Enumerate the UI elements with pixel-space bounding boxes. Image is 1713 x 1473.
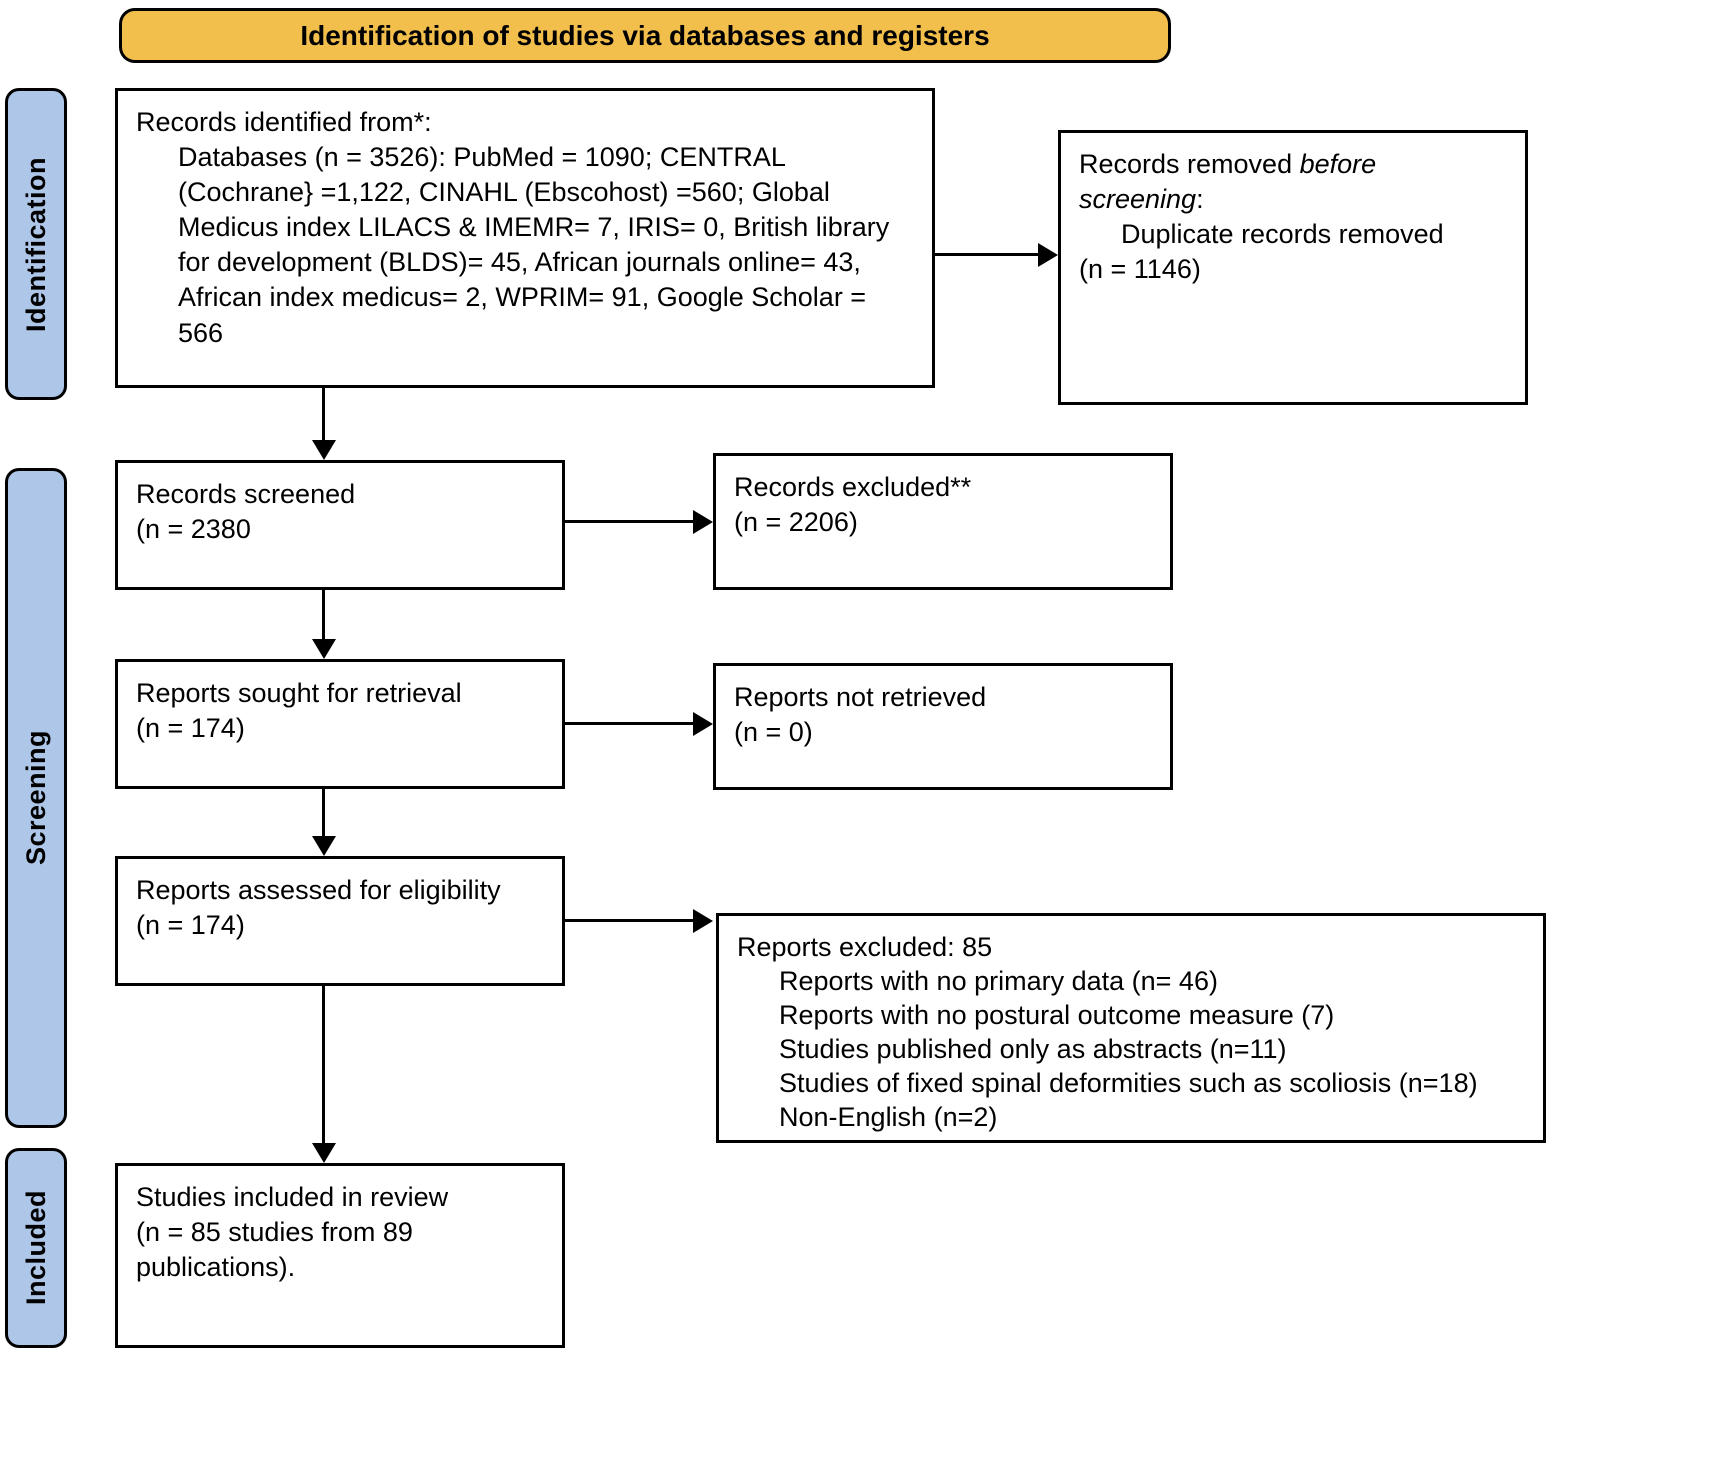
connector-sought-to-assessed-line bbox=[322, 789, 325, 839]
box-reports-sought-for-retrieval: Reports sought for retrieval (n = 174) bbox=[115, 659, 565, 789]
box-studies-included-in-review: Studies included in review (n = 85 studi… bbox=[115, 1163, 565, 1348]
connector-identified-to-screened-arrowhead bbox=[312, 440, 336, 460]
studies-included-line2: (n = 85 studies from 89 bbox=[136, 1217, 413, 1248]
stage-label-identification: Identification bbox=[5, 88, 67, 400]
records-removed-heading: Records removed before screening: bbox=[1079, 147, 1509, 217]
box-reports-not-retrieved: Reports not retrieved (n = 0) bbox=[713, 663, 1173, 790]
records-removed-heading-pre: Records removed bbox=[1079, 149, 1300, 179]
connector-identified-to-removed-arrowhead bbox=[1038, 243, 1058, 267]
records-excluded-line1: Records excluded** bbox=[734, 472, 972, 502]
reports-excluded-reason: Non-English (n=2) bbox=[779, 1102, 998, 1133]
records-removed-detail-line1: Duplicate records removed bbox=[1121, 219, 1444, 250]
reports-excluded-reason: Studies published only as abstracts (n=1… bbox=[779, 1034, 1287, 1065]
records-identified-heading: Records identified from*: bbox=[136, 107, 432, 137]
records-screened-line2: (n = 2380 bbox=[136, 514, 251, 545]
records-screened-line1: Records screened bbox=[136, 479, 356, 509]
connector-sought-to-assessed-arrowhead bbox=[312, 836, 336, 856]
stage-label-included-text: Included bbox=[20, 1190, 51, 1306]
connector-assessed-to-excluded-arrowhead bbox=[693, 909, 713, 933]
box-records-excluded: Records excluded** (n = 2206) bbox=[713, 453, 1173, 590]
studies-included-line3: publications). bbox=[136, 1252, 296, 1283]
connector-identified-to-screened-line bbox=[322, 388, 325, 443]
stage-label-screening: Screening bbox=[5, 468, 67, 1128]
connector-screened-to-excluded-arrowhead bbox=[693, 510, 713, 534]
records-removed-heading-before: before bbox=[1299, 149, 1377, 179]
records-identified-detail: Databases (n = 3526): PubMed = 1090; CEN… bbox=[178, 142, 897, 348]
reports-excluded-heading: Reports excluded: 85 bbox=[737, 932, 993, 962]
connector-screened-to-sought-arrowhead bbox=[312, 639, 336, 659]
box-records-identified: Records identified from*: Databases (n =… bbox=[115, 88, 935, 388]
studies-included-line1: Studies included in review bbox=[136, 1182, 449, 1212]
phase-banner-databases-registers: Identification of studies via databases … bbox=[119, 8, 1171, 63]
connector-assessed-to-included-line bbox=[322, 986, 325, 1146]
stage-label-screening-text: Screening bbox=[20, 730, 51, 866]
stage-label-identification-text: Identification bbox=[20, 156, 51, 332]
box-records-screened: Records screened (n = 2380 bbox=[115, 460, 565, 590]
reports-sought-line1: Reports sought for retrieval bbox=[136, 678, 462, 708]
reports-excluded-reason: Studies of fixed spinal deformities such… bbox=[779, 1068, 1478, 1099]
box-reports-excluded-reasons: Reports excluded: 85 Reports with no pri… bbox=[716, 913, 1546, 1143]
reports-not-retrieved-line1: Reports not retrieved bbox=[734, 682, 987, 712]
reports-not-retrieved-line2: (n = 0) bbox=[734, 717, 813, 748]
box-records-removed-before-screening: Records removed before screening: Duplica… bbox=[1058, 130, 1528, 405]
connector-sought-to-notretrieved-line bbox=[565, 722, 695, 725]
reports-assessed-line1: Reports assessed for eligibility bbox=[136, 875, 501, 905]
reports-sought-line2: (n = 174) bbox=[136, 713, 245, 744]
records-removed-heading-colon: : bbox=[1196, 184, 1204, 215]
reports-assessed-line2: (n = 174) bbox=[136, 910, 245, 941]
connector-identified-to-removed-line bbox=[935, 253, 1040, 256]
records-excluded-line2: (n = 2206) bbox=[734, 507, 858, 538]
connector-screened-to-excluded-line bbox=[565, 520, 695, 523]
reports-excluded-reason: Reports with no primary data (n= 46) bbox=[779, 966, 1218, 997]
reports-excluded-reason: Reports with no postural outcome measure… bbox=[779, 1000, 1335, 1031]
connector-screened-to-sought-line bbox=[322, 590, 325, 642]
connector-sought-to-notretrieved-arrowhead bbox=[693, 712, 713, 736]
connector-assessed-to-included-arrowhead bbox=[312, 1143, 336, 1163]
box-reports-assessed-for-eligibility: Reports assessed for eligibility (n = 17… bbox=[115, 856, 565, 986]
records-removed-heading-screening: screening bbox=[1079, 184, 1197, 215]
records-removed-detail-line2: (n = 1146) bbox=[1079, 254, 1201, 285]
connector-assessed-to-excluded-line bbox=[565, 919, 695, 922]
stage-label-included: Included bbox=[5, 1148, 67, 1348]
